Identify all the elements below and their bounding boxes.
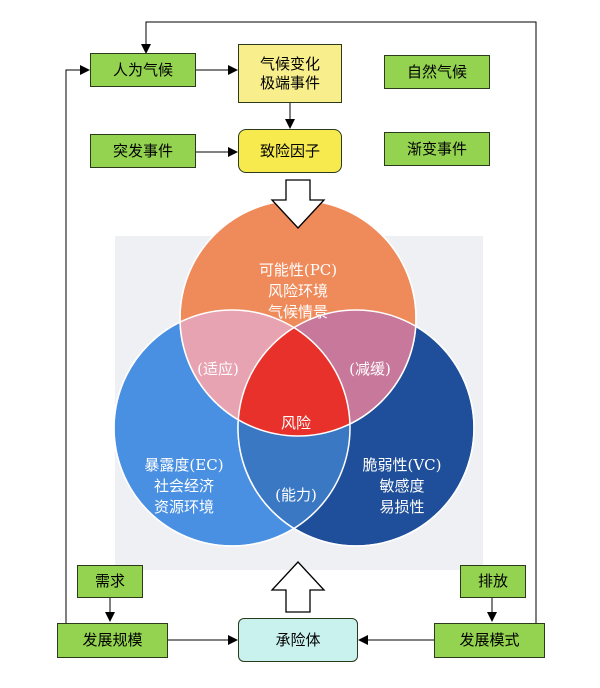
- sudden-events-label: 突发事件: [112, 141, 173, 160]
- development-mode-box: 发展模式: [434, 623, 545, 658]
- mode-feedback-line: [141, 21, 537, 624]
- sudden-events-box: 突发事件: [90, 134, 196, 168]
- hazard-to-venn-arrow: [270, 179, 326, 229]
- mitigation-label: (减缓): [349, 360, 391, 378]
- climate-change-label-1: 气候变化: [259, 54, 320, 73]
- ec-outline: [113, 309, 351, 547]
- ec-label-2: 社会经济: [154, 477, 214, 495]
- vc-label-2: 敏感度: [379, 477, 424, 495]
- adaptation-label: (适应): [197, 360, 239, 378]
- pc-label-3: 气候情景: [268, 303, 328, 321]
- natural-climate-box: 自然气候: [384, 55, 490, 89]
- scale-feedback-line: [65, 65, 90, 624]
- ec-label-3: 资源环境: [154, 498, 214, 516]
- venn-center-risk: [238, 310, 350, 436]
- development-scale-label: 发展规模: [82, 631, 143, 650]
- vc-outline: [237, 309, 475, 547]
- climate-change-box: 气候变化 极端事件: [238, 44, 342, 103]
- pc-label-1: 可能性(PC): [259, 261, 337, 279]
- hazard-factor-label: 致险因子: [259, 141, 320, 160]
- hazard-factor-box: 致险因子: [238, 129, 342, 173]
- natural-climate-label: 自然气候: [406, 62, 467, 81]
- gradual-events-label: 渐变事件: [406, 139, 467, 158]
- ec-label-1: 暴露度(EC): [144, 456, 223, 474]
- risk-label: 风险: [281, 414, 311, 432]
- human-climate-label: 人为气候: [112, 60, 173, 79]
- climate-change-label-2: 极端事件: [259, 73, 320, 92]
- gradual-events-box: 渐变事件: [384, 132, 490, 166]
- demand-box: 需求: [77, 565, 143, 598]
- pc-label-2: 风险环境: [268, 282, 328, 300]
- vc-label-3: 易损性: [379, 498, 424, 516]
- vc-label-1: 脆弱性(VC): [362, 456, 441, 474]
- human-climate-box: 人为气候: [90, 53, 196, 87]
- emission-label: 排放: [477, 572, 508, 591]
- emission-box: 排放: [460, 565, 526, 598]
- demand-label: 需求: [94, 572, 125, 591]
- carrier-to-venn-arrow: [270, 561, 326, 613]
- development-mode-label: 发展模式: [459, 631, 520, 650]
- carrier-label: 承险体: [275, 630, 321, 649]
- development-scale-box: 发展规模: [57, 623, 168, 658]
- carrier-box: 承险体: [238, 618, 358, 662]
- capacity-label: (能力): [275, 486, 317, 504]
